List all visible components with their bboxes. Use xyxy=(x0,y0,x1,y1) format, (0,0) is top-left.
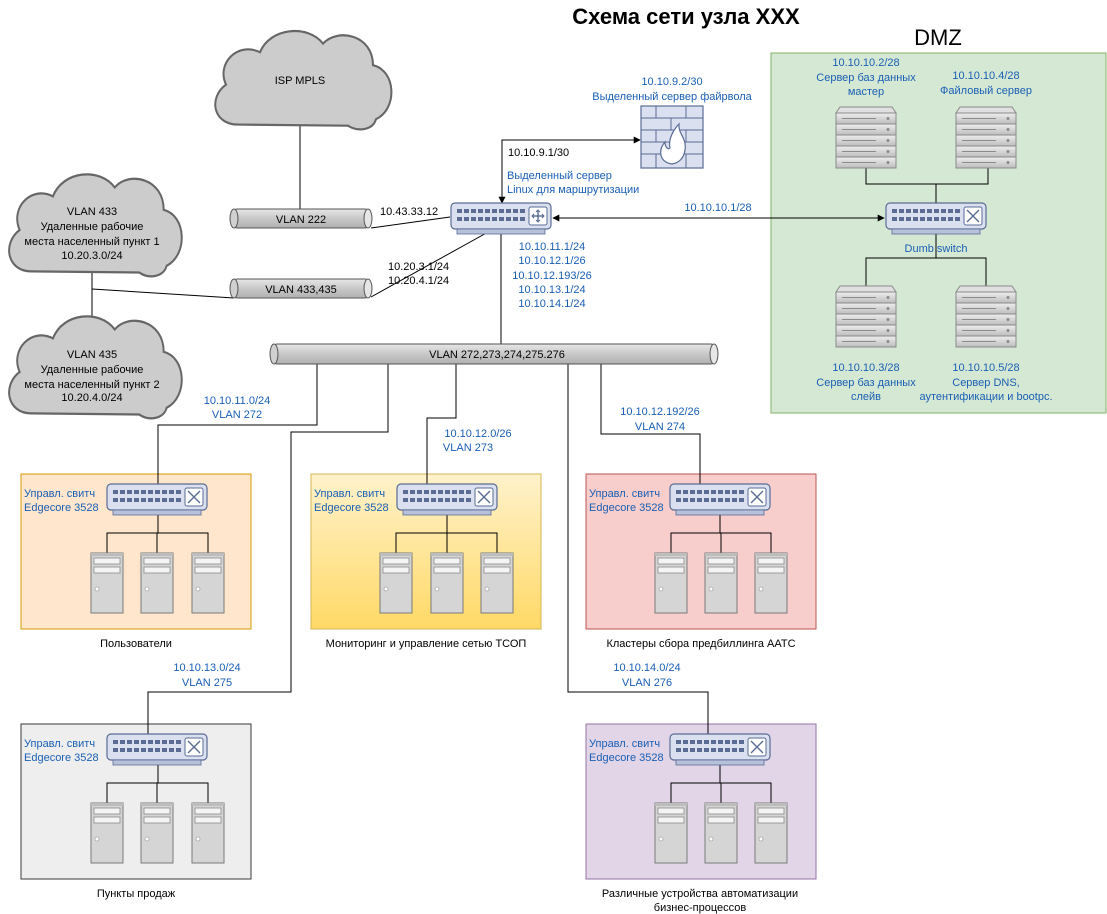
users-switch-label-2: Edgecore 3528 xyxy=(24,502,99,514)
db-master-ip: 10.10.10.2/28 xyxy=(832,57,899,69)
users-pc-icon xyxy=(191,552,225,614)
router-lan-ip-4: 10.10.13.1/24 xyxy=(518,284,585,296)
billing-pc-icon xyxy=(754,552,788,614)
router-name-line1: Выделенный сервер xyxy=(507,170,612,182)
sales-vlan: VLAN 275 xyxy=(182,677,232,689)
firewall-name: Выделенный сервер файрвола xyxy=(592,91,752,103)
automation-caption-2: бизнес-процессов xyxy=(654,902,747,914)
cloud-433-line2: Удаленные рабочие xyxy=(41,221,144,233)
isp-mpls-label: ISP MPLS xyxy=(275,75,326,87)
vlan-222-pipe xyxy=(229,208,373,229)
users-switch-icon xyxy=(106,483,208,516)
diagram-title: Схема сети узла XXX xyxy=(572,4,800,29)
vlan-222-label: VLAN 222 xyxy=(276,214,326,226)
db-master-server-icon xyxy=(835,106,897,169)
router-name-line2: Linux для маршрутизации xyxy=(507,184,639,196)
monitoring-pc-icon xyxy=(430,552,464,614)
router-remote-ip-1: 10.20.3.1/24 xyxy=(388,261,449,273)
db-slave-ip: 10.10.10.3/28 xyxy=(832,362,899,374)
cloud-435-line1: VLAN 435 xyxy=(67,349,117,361)
billing-vlan: VLAN 274 xyxy=(635,421,685,433)
monitoring-vlan: VLAN 273 xyxy=(443,442,493,454)
sales-switch-icon xyxy=(106,733,208,766)
firewall-ip: 10.10.9.2/30 xyxy=(641,76,702,88)
router-lan-ip-3: 10.10.12.193/26 xyxy=(512,270,592,282)
users-switch-label-1: Управл. свитч xyxy=(24,488,95,500)
monitoring-net: 10.10.12.0/26 xyxy=(444,428,511,440)
router-lan-ip-1: 10.10.11.1/24 xyxy=(519,241,585,253)
db-master-name-1: Сервер баз данных xyxy=(816,72,916,84)
dns-server-ip: 10.10.10.5/28 xyxy=(952,362,1019,374)
sales-pc-icon xyxy=(90,802,124,864)
billing-caption: Кластеры сбора предбиллинга ААТС xyxy=(606,638,795,650)
dns-server-name-2: аутентификации и bootpc. xyxy=(919,391,1052,403)
billing-pc-icon xyxy=(704,552,738,614)
file-server-name: Файловый сервер xyxy=(940,85,1032,97)
connection-lines xyxy=(91,126,989,803)
monitoring-switch-label-2: Edgecore 3528 xyxy=(314,502,389,514)
cloud-433-line1: VLAN 433 xyxy=(67,206,117,218)
router-wan-ip: 10.43.33.12 xyxy=(380,206,438,218)
users-net: 10.10.11.0/24 xyxy=(204,395,270,407)
dmz-label: DMZ xyxy=(914,25,962,50)
dmz-switch-icon xyxy=(885,202,987,235)
sales-switch-label-1: Управл. свитч xyxy=(24,738,95,750)
users-pc-icon xyxy=(90,552,124,614)
billing-net: 10.10.12.192/26 xyxy=(620,406,700,418)
vlan-433-435-pipe xyxy=(229,278,373,299)
automation-switch-label-1: Управл. свитч xyxy=(589,738,660,750)
billing-switch-icon xyxy=(669,483,771,516)
cloud-435-line4: 10.20.4.0/24 xyxy=(61,392,122,404)
dns-server-name-1: Сервер DNS, xyxy=(952,377,1019,389)
db-slave-server-icon xyxy=(835,285,897,348)
db-slave-name-2: слейв xyxy=(851,391,881,403)
monitoring-pc-icon xyxy=(379,552,413,614)
sales-pc-icon xyxy=(191,802,225,864)
monitoring-switch-icon xyxy=(396,483,498,516)
cloud-435-line3: места населенный пункт 2 xyxy=(24,379,159,391)
monitoring-pc-icon xyxy=(480,552,514,614)
router-icon xyxy=(450,202,552,235)
router-dmz-ip: 10.10.10.1/28 xyxy=(684,202,751,214)
sales-switch-label-2: Edgecore 3528 xyxy=(24,752,99,764)
file-server-ip: 10.10.10.4/28 xyxy=(952,70,1019,82)
automation-pc-icon xyxy=(704,802,738,864)
monitoring-switch-label-1: Управл. свитч xyxy=(314,488,385,500)
dmz-switch-name: Dumb switch xyxy=(905,243,968,255)
firewall-icon xyxy=(640,105,704,169)
main-bus-label: VLAN 272,273,274,275.276 xyxy=(429,349,565,361)
automation-net: 10.10.14.0/24 xyxy=(613,662,680,674)
vlan-433-435-label: VLAN 433,435 xyxy=(265,284,337,296)
users-vlan: VLAN 272 xyxy=(212,409,262,421)
cloud-435-line2: Удаленные рабочие xyxy=(41,364,144,376)
billing-switch-label-1: Управл. свитч xyxy=(589,488,660,500)
router-remote-ip-2: 10.20.4.1/24 xyxy=(388,275,449,287)
automation-switch-label-2: Edgecore 3528 xyxy=(589,752,664,764)
file-server-icon xyxy=(955,106,1017,169)
users-pc-icon xyxy=(140,552,174,614)
billing-switch-label-2: Edgecore 3528 xyxy=(589,502,664,514)
automation-pc-icon xyxy=(654,802,688,864)
dns-server-icon xyxy=(955,285,1017,348)
router-lan-ip-5: 10.10.14.1/24 xyxy=(518,298,585,310)
db-master-name-2: мастер xyxy=(848,86,884,98)
monitoring-caption: Мониторинг и управление сетью ТСОП xyxy=(326,638,527,650)
cloud-433-line3: места населенный пункт 1 xyxy=(24,236,159,248)
cloud-433-line4: 10.20.3.0/24 xyxy=(61,250,122,262)
automation-switch-icon xyxy=(669,733,771,766)
automation-vlan: VLAN 276 xyxy=(622,677,672,689)
router-fw-link-ip: 10.10.9.1/30 xyxy=(508,147,569,159)
users-caption: Пользователи xyxy=(100,638,172,650)
automation-caption-1: Различные устройства автоматизации xyxy=(602,888,798,900)
sales-pc-icon xyxy=(140,802,174,864)
db-slave-name-1: Сервер баз данных xyxy=(816,377,916,389)
automation-pc-icon xyxy=(754,802,788,864)
main-vlan-bus xyxy=(269,343,719,365)
billing-pc-icon xyxy=(654,552,688,614)
sales-caption: Пункты продаж xyxy=(97,888,176,900)
sales-net: 10.10.13.0/24 xyxy=(173,662,240,674)
router-lan-ip-2: 10.10.12.1/26 xyxy=(518,255,585,267)
